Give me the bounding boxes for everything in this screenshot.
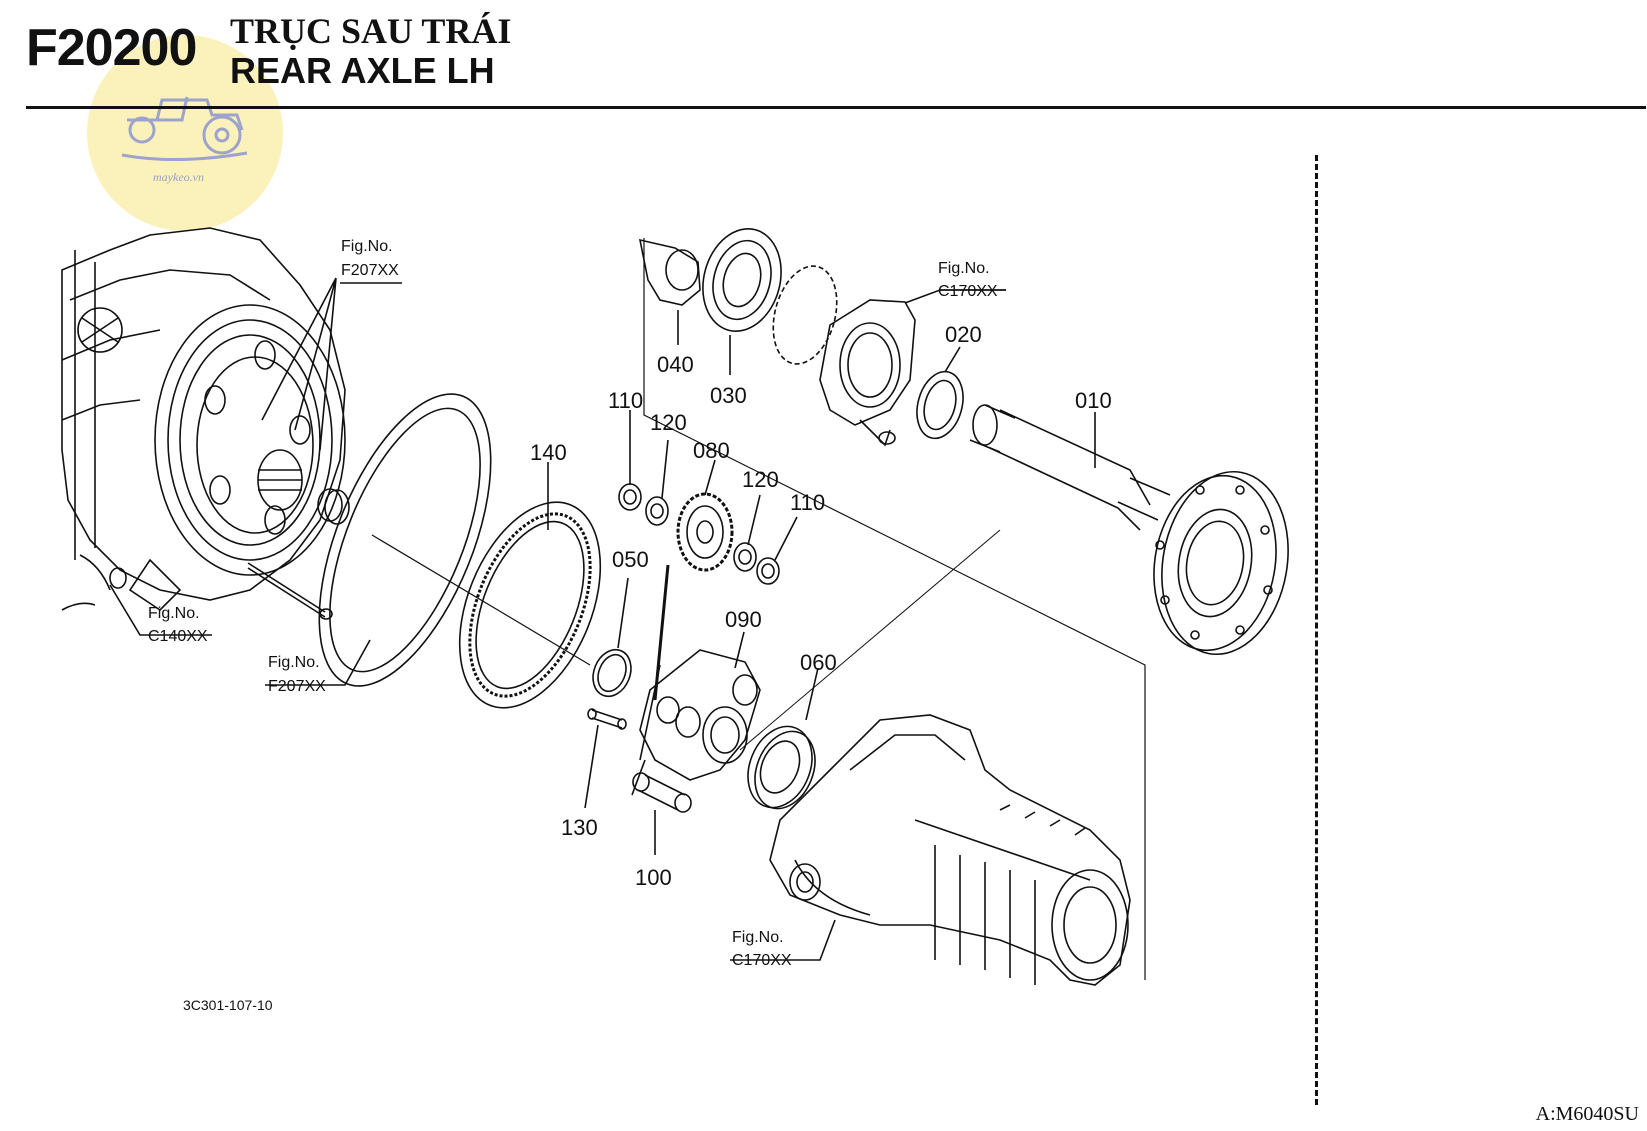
part-010-label: 010 — [1075, 388, 1112, 413]
part-050-label: 050 — [612, 547, 649, 572]
part-030-label: 030 — [710, 383, 747, 408]
ring-gear-icon — [318, 393, 602, 709]
fig-ref-c170-bottom-line2: C170XX — [732, 952, 792, 969]
figure-code: F20200 — [26, 19, 197, 77]
part-040-label: 040 — [657, 352, 694, 377]
title-vietnamese: TRỤC SAU TRÁI — [230, 11, 512, 51]
page-divider — [1315, 155, 1318, 1105]
part-020-label: 020 — [945, 322, 982, 347]
part-080-label: 080 — [693, 438, 730, 463]
part-110-label-left: 110 — [608, 388, 643, 413]
part-120-label-right: 120 — [742, 467, 779, 492]
fig-ref-c140-line2: C140XX — [148, 628, 208, 645]
fig-ref-f207-bottom-line1: Fig.No. — [268, 654, 320, 671]
part-130-label: 130 — [561, 815, 598, 840]
title-english: REAR AXLE LH — [230, 50, 495, 91]
part-100-label: 100 — [635, 865, 672, 890]
tractor-icon — [121, 96, 248, 162]
part-090-label: 090 — [725, 607, 762, 632]
watermark-logo — [87, 35, 283, 231]
header-rule — [26, 106, 1646, 109]
axle-housing-icon — [769, 714, 1131, 986]
logo-text: maykeo.vn — [153, 170, 204, 184]
part-060-label: 060 — [800, 650, 837, 675]
part-120-label-left: 120 — [650, 410, 687, 435]
oil-seal-flange-icon — [819, 299, 916, 447]
fig-ref-c140-line1: Fig.No. — [148, 605, 200, 622]
fig-ref-c170-top-line1: Fig.No. — [938, 260, 990, 277]
planet-carrier-icon — [639, 649, 761, 781]
sheet-reference: A:M6040SU — [1535, 1103, 1639, 1125]
axle-shaft-icon — [969, 404, 1289, 656]
clutch-housing-icon — [61, 227, 346, 620]
fig-ref-c170-top-line2: C170XX — [938, 283, 998, 300]
fig-ref-f207-top-line2: F207XX — [341, 262, 399, 279]
fig-ref-f207-top-line1: Fig.No. — [341, 238, 393, 255]
part-140-label: 140 — [530, 440, 567, 465]
fig-ref-f207-bottom-line2: F207XX — [268, 678, 326, 695]
drawing-number: 3C301-107-10 — [183, 997, 273, 1013]
fig-ref-c170-bottom-line1: Fig.No. — [732, 929, 784, 946]
part-110-label-right: 110 — [790, 490, 825, 515]
